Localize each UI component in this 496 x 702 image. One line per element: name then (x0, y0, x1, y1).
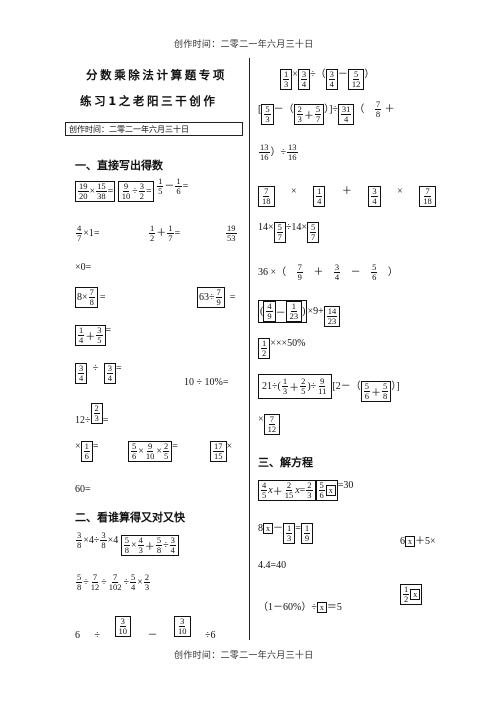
section1-heading: 一、直接写出得数 (75, 159, 163, 172)
expr-s1-r6b: 10 ÷ 10%= (184, 377, 229, 388)
expr-s1-r3: ×0= (75, 262, 92, 273)
doc-title-line1: 分数乘除法计算题专项 (86, 68, 227, 82)
creation-time-box: 创作时间：二零二一年六月三十日 (65, 122, 243, 136)
equation-4: （1－60%）÷x＝5 (258, 602, 342, 613)
column-divider (249, 58, 250, 640)
page-footer: 创作时间：二零二一年六月三十日 (174, 650, 314, 660)
page-header: 创作时间：二零二一年六月三十日 (174, 39, 314, 49)
doc-title-line2: 练习1之老阳三干创作 (80, 94, 218, 108)
section3-heading: 三、解方程 (258, 456, 313, 469)
expr-s1-r9: 60= (75, 484, 91, 495)
section2-heading: 二、看谁算得又对又快 (75, 511, 185, 524)
equation-3b: 4.4=40 (258, 560, 287, 571)
